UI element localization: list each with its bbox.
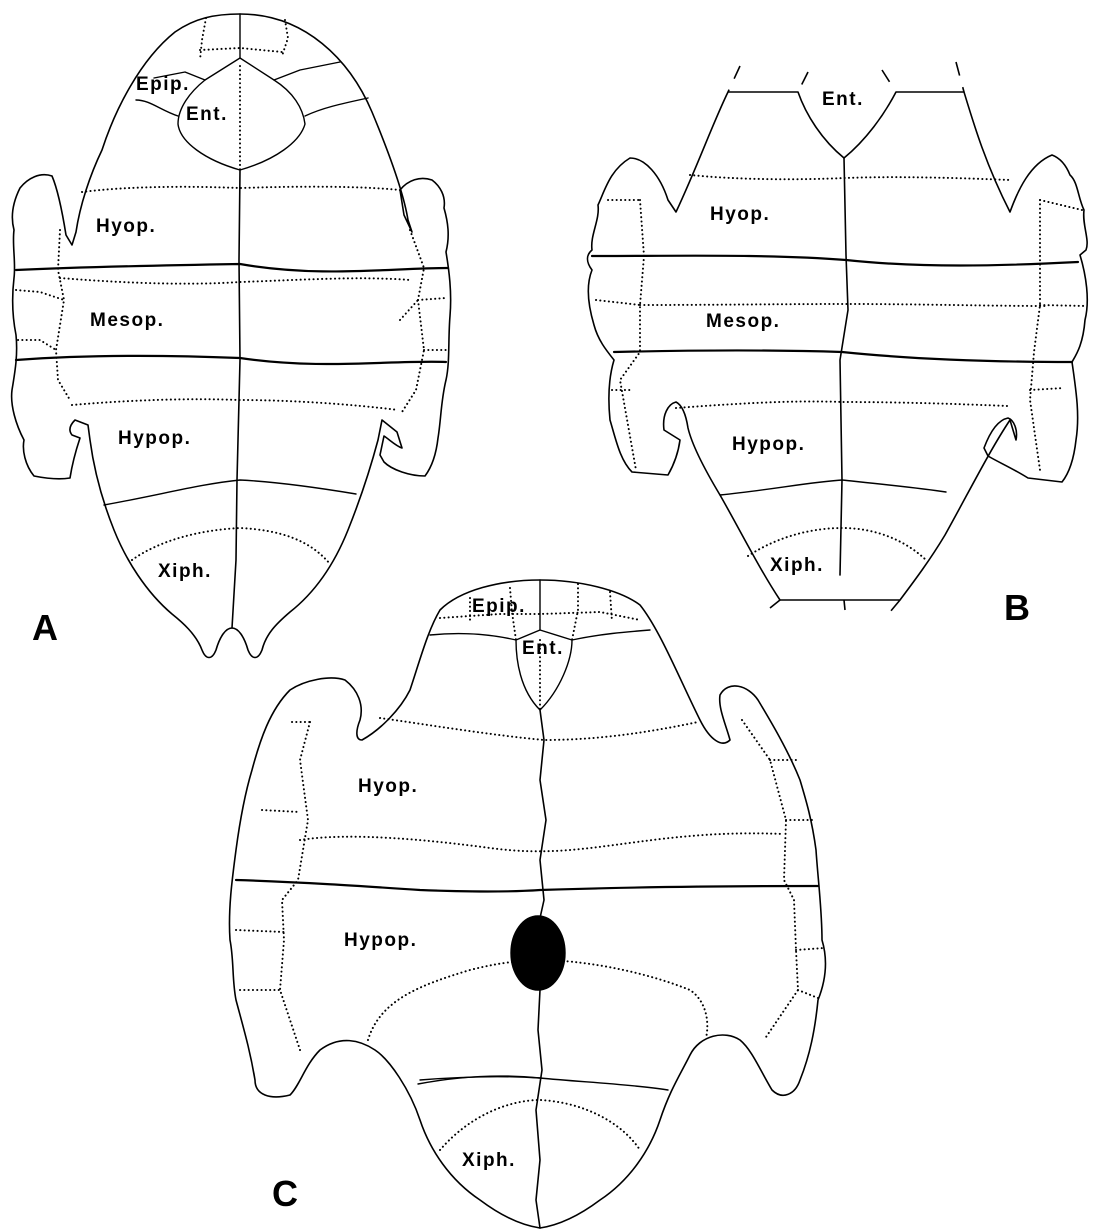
plastron-a-label-hypop: Hypop. (118, 428, 191, 449)
plastron-c: Epip. Ent. Hyop. Hypop. Xiph. C (229, 580, 825, 1228)
plastron-a-label-ent: Ent. (186, 104, 228, 125)
plastron-b-top-dash-r (956, 62, 964, 92)
plastron-c-outline (229, 580, 825, 1228)
plastron-c-label-hyop: Hyop. (358, 776, 418, 797)
plastron-c-label-ent: Ent. (522, 638, 564, 659)
plastron-b-top-dash-l (728, 66, 740, 92)
panel-letter-b: B (1004, 587, 1030, 628)
plastron-b-bot-dash-r (890, 600, 900, 612)
plastron-b-outline (588, 92, 1088, 600)
plastron-a-label-hyop: Hyop. (96, 216, 156, 237)
plastron-b-top-dash-mr (882, 70, 896, 92)
panel-letter-a: A (32, 607, 58, 648)
plastron-b-label-xiph: Xiph. (770, 555, 824, 576)
plastron-b-label-mesop: Mesop. (706, 311, 780, 332)
plastron-c-label-hypop: Hypop. (344, 930, 417, 951)
panel-letter-c: C (272, 1173, 298, 1214)
plastron-b: Ent. Hyop. Mesop. Hypop. Xiph. B (588, 62, 1088, 628)
plastron-a-label-xiph: Xiph. (158, 561, 212, 582)
plastron-b-label-ent: Ent. (822, 89, 864, 110)
plastron-a-label-epip: Epip. (136, 74, 190, 95)
plastron-c-label-epip: Epip. (472, 596, 526, 617)
plastron-a-label-mesop: Mesop. (90, 310, 164, 331)
plastron-b-label-hypop: Hypop. (732, 434, 805, 455)
plastron-c-fontanelle (511, 916, 565, 990)
plastron-b-label-hyop: Hyop. (710, 204, 770, 225)
plastron-b-top-dash-ml (798, 72, 808, 92)
plastron-a-outline (12, 14, 451, 658)
plastron-b-bot-dash-m (844, 600, 845, 610)
plastron-c-label-xiph: Xiph. (462, 1150, 516, 1171)
plastron-a: Epip. Ent. Hyop. Mesop. Hypop. Xiph. A (12, 14, 451, 658)
plastron-b-bot-dash-l (770, 600, 780, 608)
